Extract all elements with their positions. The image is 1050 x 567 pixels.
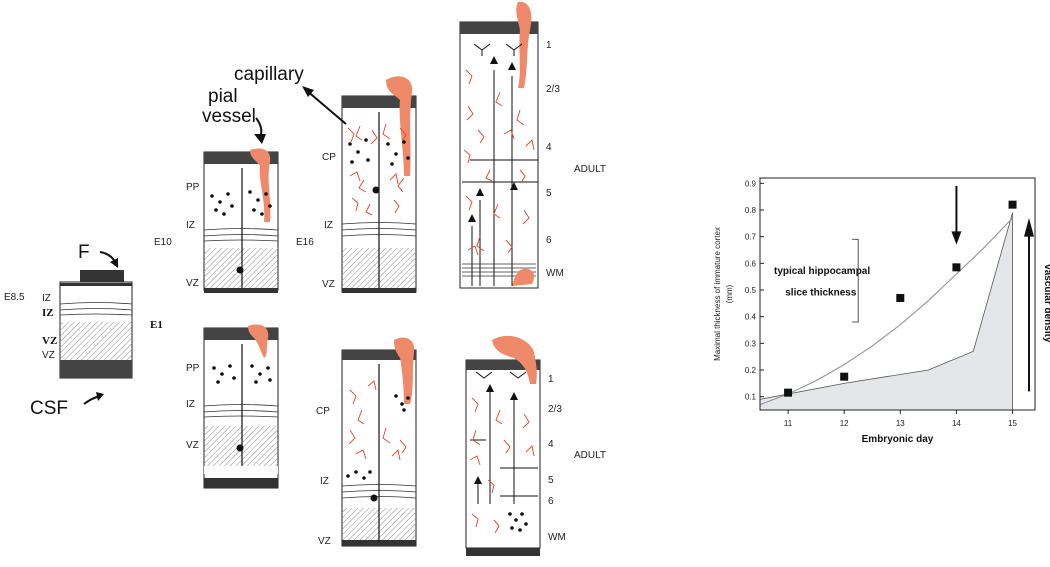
adult-top-layer-1: 1 bbox=[546, 40, 552, 51]
pial-vessel-label-line1: pial bbox=[208, 86, 238, 107]
pial-vessel-label-line2: vessel bbox=[202, 106, 256, 127]
e16-bottom-cp-label: CP bbox=[316, 406, 330, 417]
x-tick-label-13: 13 bbox=[896, 419, 905, 428]
adult-top-layer-5: 5 bbox=[546, 188, 552, 199]
e85-iz-bold-label: IZ bbox=[42, 307, 54, 319]
y-tick-label-0.7: 0.7 bbox=[745, 233, 757, 242]
data-point-day-12 bbox=[840, 372, 849, 381]
capillary-arrow bbox=[305, 89, 347, 125]
e10-top-pp-label: PP bbox=[186, 182, 200, 193]
adult-bottom-stage-label: ADULT bbox=[574, 450, 606, 461]
thickness-chart: 11 12 13 14 15 0.1 0.2 0.3 0.4 0.5 0.6 0.7 0.8 0.9 Ma… bbox=[713, 177, 1050, 445]
e85-vz-label: VZ bbox=[42, 350, 55, 361]
e10-bottom-section bbox=[203, 324, 279, 489]
adult-top-layer-6: 6 bbox=[546, 235, 552, 246]
e10-top-iz-label: IZ bbox=[186, 220, 195, 231]
e10-pial-vessel-shape bbox=[250, 148, 271, 222]
adult-top-layer-4: 4 bbox=[546, 142, 552, 153]
e16-top-vz-label: VZ bbox=[322, 279, 335, 290]
e16-bottom-section bbox=[341, 337, 417, 547]
slice-thickness-bracket bbox=[852, 238, 859, 323]
slice-thickness-label-line1: typical hippocampal bbox=[774, 266, 870, 277]
adult-bottom-wm-label: WM bbox=[548, 532, 566, 543]
adult-top-wm-label: WM bbox=[546, 268, 564, 279]
e85-vz-bold-label: VZ bbox=[42, 335, 57, 347]
stage-e85-label: E8.5 bbox=[4, 292, 25, 303]
data-point-day-15 bbox=[1008, 200, 1017, 209]
e85-section bbox=[59, 270, 133, 379]
e16-top-cp-label: CP bbox=[322, 152, 336, 163]
f-label: F bbox=[78, 242, 90, 263]
e16-bottom-vz-label: VZ bbox=[318, 536, 331, 547]
x-tick-label-14: 14 bbox=[952, 419, 961, 428]
capillary-label: capillary bbox=[234, 64, 304, 85]
adult-bottom-layer-4: 4 bbox=[548, 439, 554, 450]
y-tick-label-0.6: 0.6 bbox=[745, 259, 757, 268]
e10-bottom-iz-label: IZ bbox=[186, 399, 195, 410]
e10-top-section bbox=[203, 148, 279, 293]
csf-label: CSF bbox=[30, 398, 68, 419]
x-tick-label-11: 11 bbox=[784, 419, 793, 428]
y-axis-label-line2: (mm) bbox=[725, 284, 734, 303]
y-tick-label-0.4: 0.4 bbox=[745, 313, 757, 322]
slice-thickness-label-line2: slice thickness bbox=[785, 287, 857, 298]
y-tick-label-0.2: 0.2 bbox=[745, 366, 757, 375]
x-tick-label-15: 15 bbox=[1008, 419, 1017, 428]
stage-e10-label: E10 bbox=[154, 237, 172, 248]
pial-vessel-arrowhead bbox=[254, 134, 266, 144]
vascular-density-label: vascular density bbox=[1042, 264, 1050, 343]
adult-bottom-layer-5: 5 bbox=[548, 475, 554, 486]
adult-top-section bbox=[459, 1, 539, 289]
e10-top-vz-label: VZ bbox=[186, 278, 199, 289]
adult-top-layer-23: 2/3 bbox=[546, 84, 560, 95]
chart-plot-frame bbox=[759, 177, 1036, 411]
e16-top-capillaries bbox=[347, 123, 407, 216]
data-point-day-13 bbox=[896, 294, 905, 302]
e10-top-dots bbox=[210, 190, 272, 216]
data-point-day-11 bbox=[784, 388, 793, 397]
e10-bottom-pp-label: PP bbox=[186, 363, 200, 374]
thickness-fit-curve bbox=[759, 217, 1013, 406]
chart-ticks: 11 12 13 14 15 0.1 0.2 0.3 0.4 0.5 0.6 0.7 0.8 0.9 bbox=[745, 179, 1018, 428]
stage-e16-label: E16 bbox=[296, 237, 314, 248]
y-tick-label-0.1: 0.1 bbox=[745, 393, 757, 402]
vascular-density-arrow bbox=[1024, 218, 1034, 392]
vascular-density-area bbox=[759, 212, 1013, 411]
f-arrowhead bbox=[110, 258, 118, 268]
y-axis-label-line1: Maximal thickness of immature cortex bbox=[713, 227, 722, 361]
adult-bottom-layer-23: 2/3 bbox=[548, 404, 562, 415]
chart-points bbox=[784, 200, 1017, 397]
day-14-arrow bbox=[951, 186, 962, 245]
adult-bottom-layer-1: 1 bbox=[548, 374, 554, 385]
e16-bottom-iz-label: IZ bbox=[320, 476, 329, 487]
data-point-day-14 bbox=[952, 263, 961, 272]
stage-e1-label: E1 bbox=[150, 319, 163, 331]
x-tick-label-12: 12 bbox=[840, 419, 849, 428]
y-tick-label-0.8: 0.8 bbox=[745, 206, 757, 215]
e85-iz-label: IZ bbox=[42, 293, 51, 304]
chart-y-axis-label: Maximal thickness of immature cortex(mm) bbox=[713, 227, 734, 361]
y-tick-label-0.5: 0.5 bbox=[745, 286, 757, 295]
adult-top-neurons bbox=[462, 43, 538, 286]
e16-top-section bbox=[341, 76, 417, 293]
chart-x-axis-label: Embryonic day bbox=[862, 434, 934, 445]
e10-bottom-vz-label: VZ bbox=[186, 440, 199, 451]
adult-top-stage-label: ADULT bbox=[574, 164, 606, 175]
csf-arrowhead bbox=[96, 392, 104, 401]
y-tick-label-0.3: 0.3 bbox=[745, 339, 757, 348]
e16-top-iz-label: IZ bbox=[324, 220, 333, 231]
adult-bottom-section bbox=[465, 335, 541, 556]
e85-pial-surface bbox=[80, 270, 124, 282]
adult-bottom-layer-6: 6 bbox=[548, 496, 554, 507]
capillary-arrowhead bbox=[302, 86, 314, 97]
y-tick-label-0.9: 0.9 bbox=[745, 179, 757, 188]
